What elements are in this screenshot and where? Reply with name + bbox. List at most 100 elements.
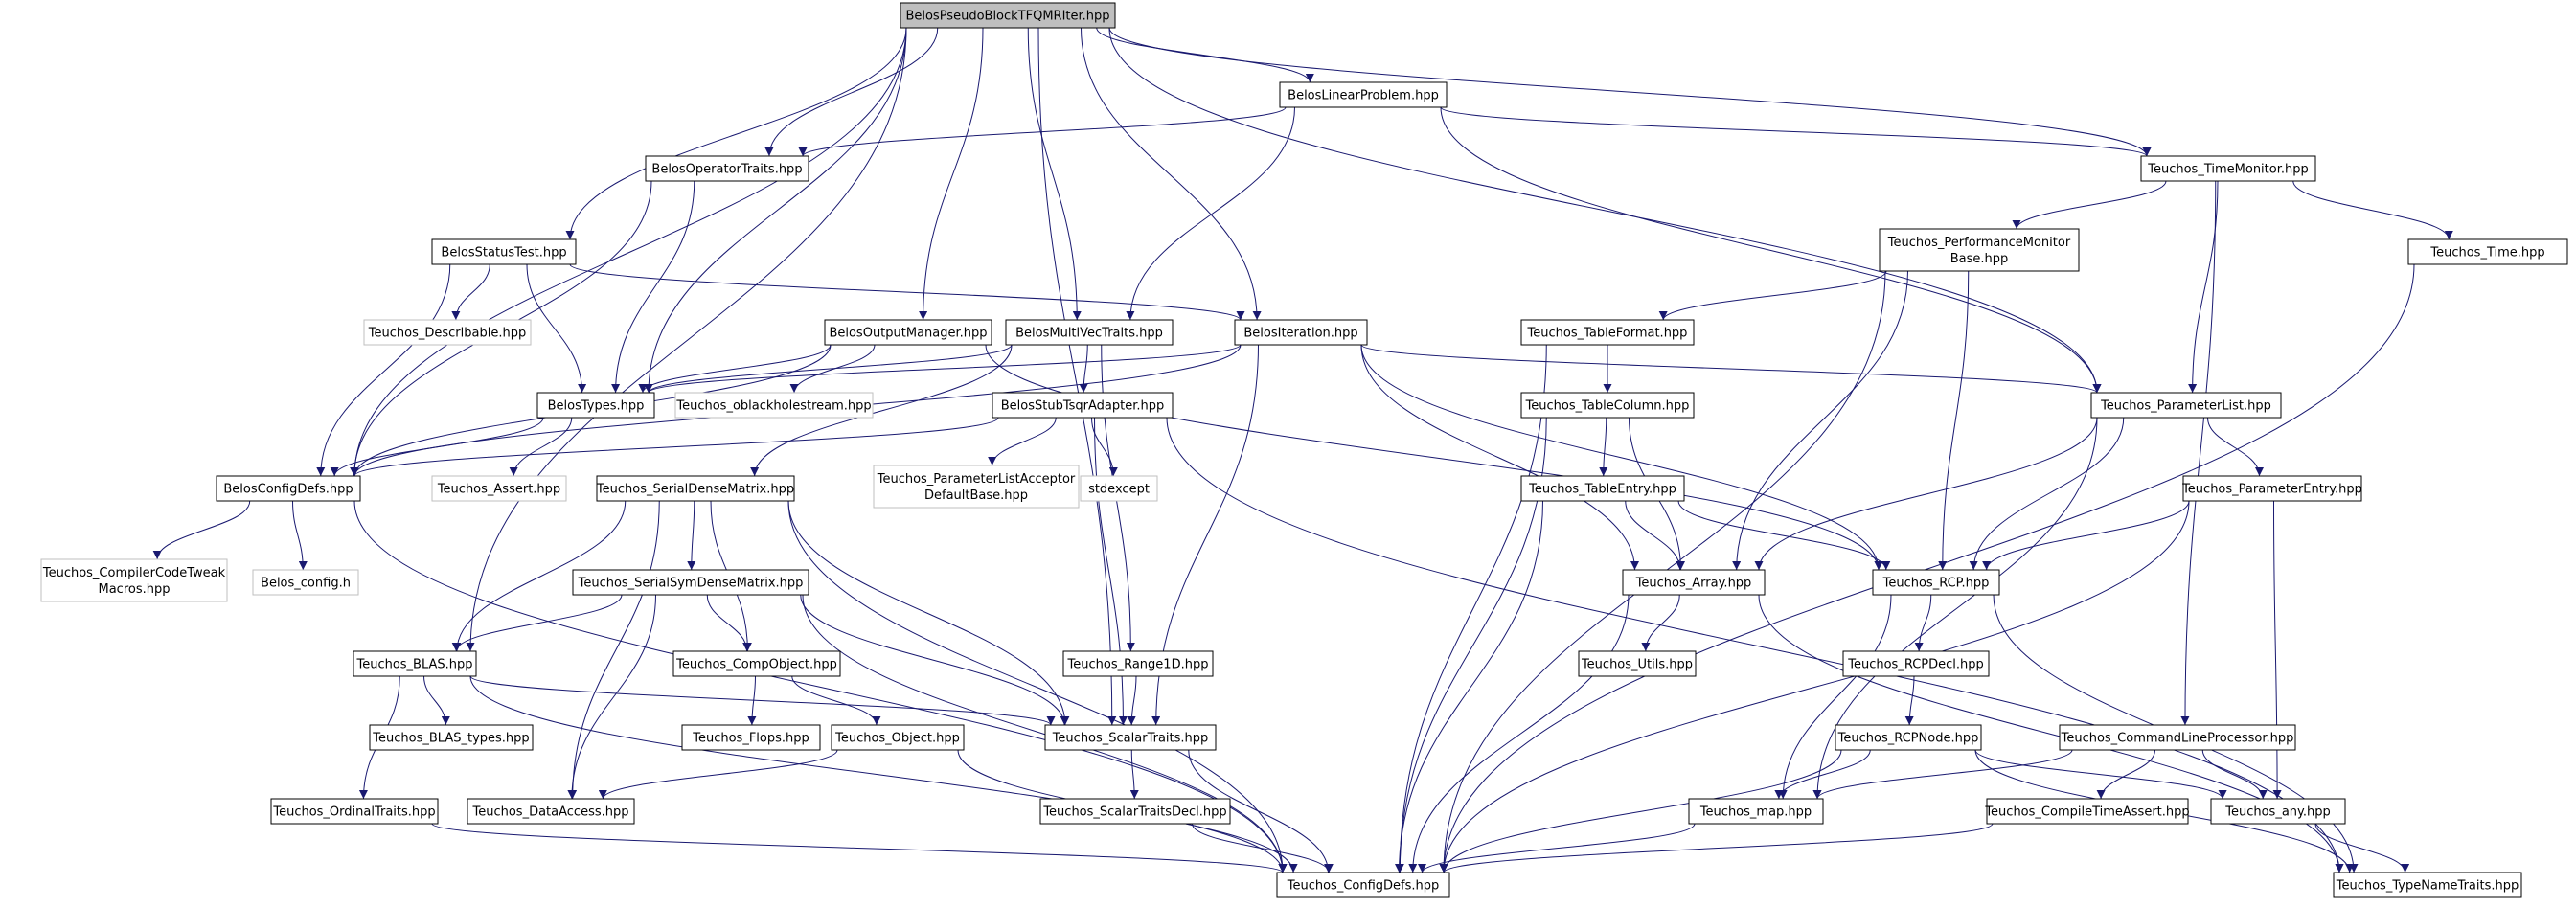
node-label: Teuchos_RCPNode.hpp — [1837, 732, 1979, 746]
node-cmdline[interactable]: Teuchos_CommandLineProcessor.hpp — [2059, 724, 2296, 751]
node-iteration[interactable]: BelosIteration.hpp — [1234, 319, 1368, 346]
edge-root-to-statustest — [565, 27, 907, 240]
node-label: Teuchos_Utils.hpp — [1581, 658, 1693, 672]
node-outmgr[interactable]: BelosOutputManager.hpp — [824, 319, 992, 346]
node-label: BelosConfigDefs.hpp — [223, 483, 353, 497]
node-oblackhole: Teuchos_oblackholestream.hpp — [674, 392, 874, 419]
node-tany[interactable]: Teuchos_any.hpp — [2210, 798, 2346, 825]
edge-timemon-to-perfmon — [2012, 180, 2167, 230]
edge-tablecolumn-to-tableentry — [1599, 417, 1608, 477]
node-tsqr[interactable]: BelosStubTsqrAdapter.hpp — [992, 392, 1174, 419]
edge-timemon-to-ttime — [2292, 180, 2453, 240]
node-tableentry[interactable]: Teuchos_TableEntry.hpp — [1520, 475, 1685, 502]
edge-serialsym-to-compobject — [706, 594, 752, 652]
node-label: DefaultBase.hpp — [924, 488, 1028, 503]
node-scalartraits[interactable]: Teuchos_ScalarTraits.hpp — [1044, 724, 1217, 751]
edge-compiletime-to-tconfigdefs — [1439, 823, 1994, 873]
edge-perfmon-to-tableformat — [1658, 270, 1887, 321]
edge-rcpnode-to-tmap — [1774, 749, 1871, 800]
node-label: BelosMultiVecTraits.hpp — [1015, 327, 1163, 341]
node-label: BelosIteration.hpp — [1243, 327, 1357, 341]
node-scalardecl[interactable]: Teuchos_ScalarTraitsDecl.hpp — [1039, 798, 1231, 825]
node-box — [536, 392, 655, 419]
edge-iteration-to-tarray — [1360, 344, 1639, 571]
node-label: Teuchos_OrdinalTraits.hpp — [272, 805, 435, 820]
node-box — [2090, 392, 2282, 419]
edge-statustest-to-belostypes — [526, 263, 587, 394]
edge-serialsym-to-blas — [451, 594, 623, 652]
node-paramlist[interactable]: Teuchos_ParameterList.hpp — [2090, 392, 2282, 419]
node-compobject[interactable]: Teuchos_CompObject.hpp — [672, 650, 841, 677]
node-box — [1234, 319, 1368, 346]
node-label: Belos_config.h — [261, 577, 351, 591]
node-tobject[interactable]: Teuchos_Object.hpp — [831, 724, 965, 751]
node-box — [431, 475, 567, 502]
node-box — [1039, 798, 1231, 825]
node-root[interactable]: BelosPseudoBlockTFQMRIter.hpp — [900, 2, 1116, 29]
node-label: Teuchos_CompilerCodeTweak — [42, 566, 226, 580]
node-box — [1578, 650, 1697, 677]
node-label: Teuchos_TableColumn.hpp — [1525, 399, 1690, 414]
node-paramentry[interactable]: Teuchos_ParameterEntry.hpp — [2181, 475, 2362, 502]
node-linprob[interactable]: BelosLinearProblem.hpp — [1279, 81, 1448, 108]
node-blastypes[interactable]: Teuchos_BLAS_types.hpp — [369, 724, 534, 751]
node-dataaccess[interactable]: Teuchos_DataAccess.hpp — [467, 798, 635, 825]
edge-tableformat-to-tconfigdefs — [1395, 344, 1547, 873]
node-timemon[interactable]: Teuchos_TimeMonitor.hpp — [2140, 155, 2316, 182]
node-tmap[interactable]: Teuchos_map.hpp — [1688, 798, 1824, 825]
node-box — [1044, 724, 1217, 751]
edge-outmgr-to-rcp — [985, 344, 1883, 571]
edge-root-to-iteration — [1081, 27, 1262, 321]
node-optraits[interactable]: BelosOperatorTraits.hpp — [645, 155, 809, 182]
node-label: Teuchos_oblackholestream.hpp — [675, 399, 871, 414]
node-rcpdecl[interactable]: Teuchos_RCPDecl.hpp — [1842, 650, 1990, 677]
node-ttime[interactable]: Teuchos_Time.hpp — [2407, 238, 2568, 265]
node-tarray[interactable]: Teuchos_Array.hpp — [1622, 569, 1766, 596]
edge-perfmon-to-rcp — [1938, 270, 1970, 571]
node-utils[interactable]: Teuchos_Utils.hpp — [1578, 650, 1697, 677]
node-ordinaltraits[interactable]: Teuchos_OrdinalTraits.hpp — [270, 798, 439, 825]
node-statustest[interactable]: BelosStatusTest.hpp — [431, 238, 577, 265]
node-belostypes[interactable]: BelosTypes.hpp — [536, 392, 655, 419]
node-blas[interactable]: Teuchos_BLAS.hpp — [353, 650, 477, 677]
node-serialsym[interactable]: Teuchos_SerialSymDenseMatrix.hpp — [572, 569, 809, 596]
node-box — [1279, 81, 1448, 108]
edge-root-to-belostypes — [644, 27, 907, 394]
node-compiletime[interactable]: Teuchos_CompileTimeAssert.hpp — [1984, 798, 2190, 825]
node-tconfigdefs[interactable]: Teuchos_ConfigDefs.hpp — [1276, 872, 1450, 898]
node-typenametraits[interactable]: Teuchos_TypeNameTraits.hpp — [2333, 872, 2522, 898]
edge-root-to-linprob — [1096, 27, 1314, 83]
edge-paramentry-to-tany — [2272, 500, 2282, 800]
node-flops[interactable]: Teuchos_Flops.hpp — [681, 724, 821, 751]
node-label: Teuchos_DataAccess.hpp — [471, 805, 628, 820]
node-tableformat[interactable]: Teuchos_TableFormat.hpp — [1520, 319, 1695, 346]
node-label: BelosLinearProblem.hpp — [1288, 89, 1439, 103]
node-tablecolumn[interactable]: Teuchos_TableColumn.hpp — [1520, 392, 1695, 419]
edge-tableentry-to-rcp — [1677, 500, 1891, 571]
edge-belostypes-to-tassert — [509, 417, 573, 477]
node-rcp[interactable]: Teuchos_RCP.hpp — [1872, 569, 2000, 596]
node-box — [2059, 724, 2296, 751]
node-box — [216, 475, 361, 502]
node-configdefs[interactable]: BelosConfigDefs.hpp — [216, 475, 361, 502]
node-label: Macros.hpp — [99, 582, 171, 597]
edge-scalartraits-to-scalardecl — [1129, 749, 1139, 800]
node-mvtraits[interactable]: BelosMultiVecTraits.hpp — [1005, 319, 1174, 346]
node-box — [2333, 872, 2522, 898]
node-label: Teuchos_ParameterEntry.hpp — [2181, 483, 2362, 497]
edge-tableentry-to-tarray — [1625, 500, 1685, 571]
node-serialdense[interactable]: Teuchos_SerialDenseMatrix.hpp — [596, 475, 795, 502]
edge-linprob-to-mvtraits — [1126, 106, 1295, 321]
edge-cmdline-to-tmap — [1812, 749, 2073, 800]
edge-tsqr-to-configdefs — [350, 417, 999, 477]
node-label: Teuchos_RCP.hpp — [1882, 577, 1990, 591]
node-label: Teuchos_Flops.hpp — [692, 732, 809, 746]
node-range1d[interactable]: Teuchos_Range1D.hpp — [1062, 650, 1214, 677]
node-box — [572, 569, 809, 596]
edge-serialsym-to-scalartraits — [800, 594, 1069, 726]
node-rcpnode[interactable]: Teuchos_RCPNode.hpp — [1835, 724, 1982, 751]
node-label: Teuchos_CompObject.hpp — [675, 658, 837, 672]
